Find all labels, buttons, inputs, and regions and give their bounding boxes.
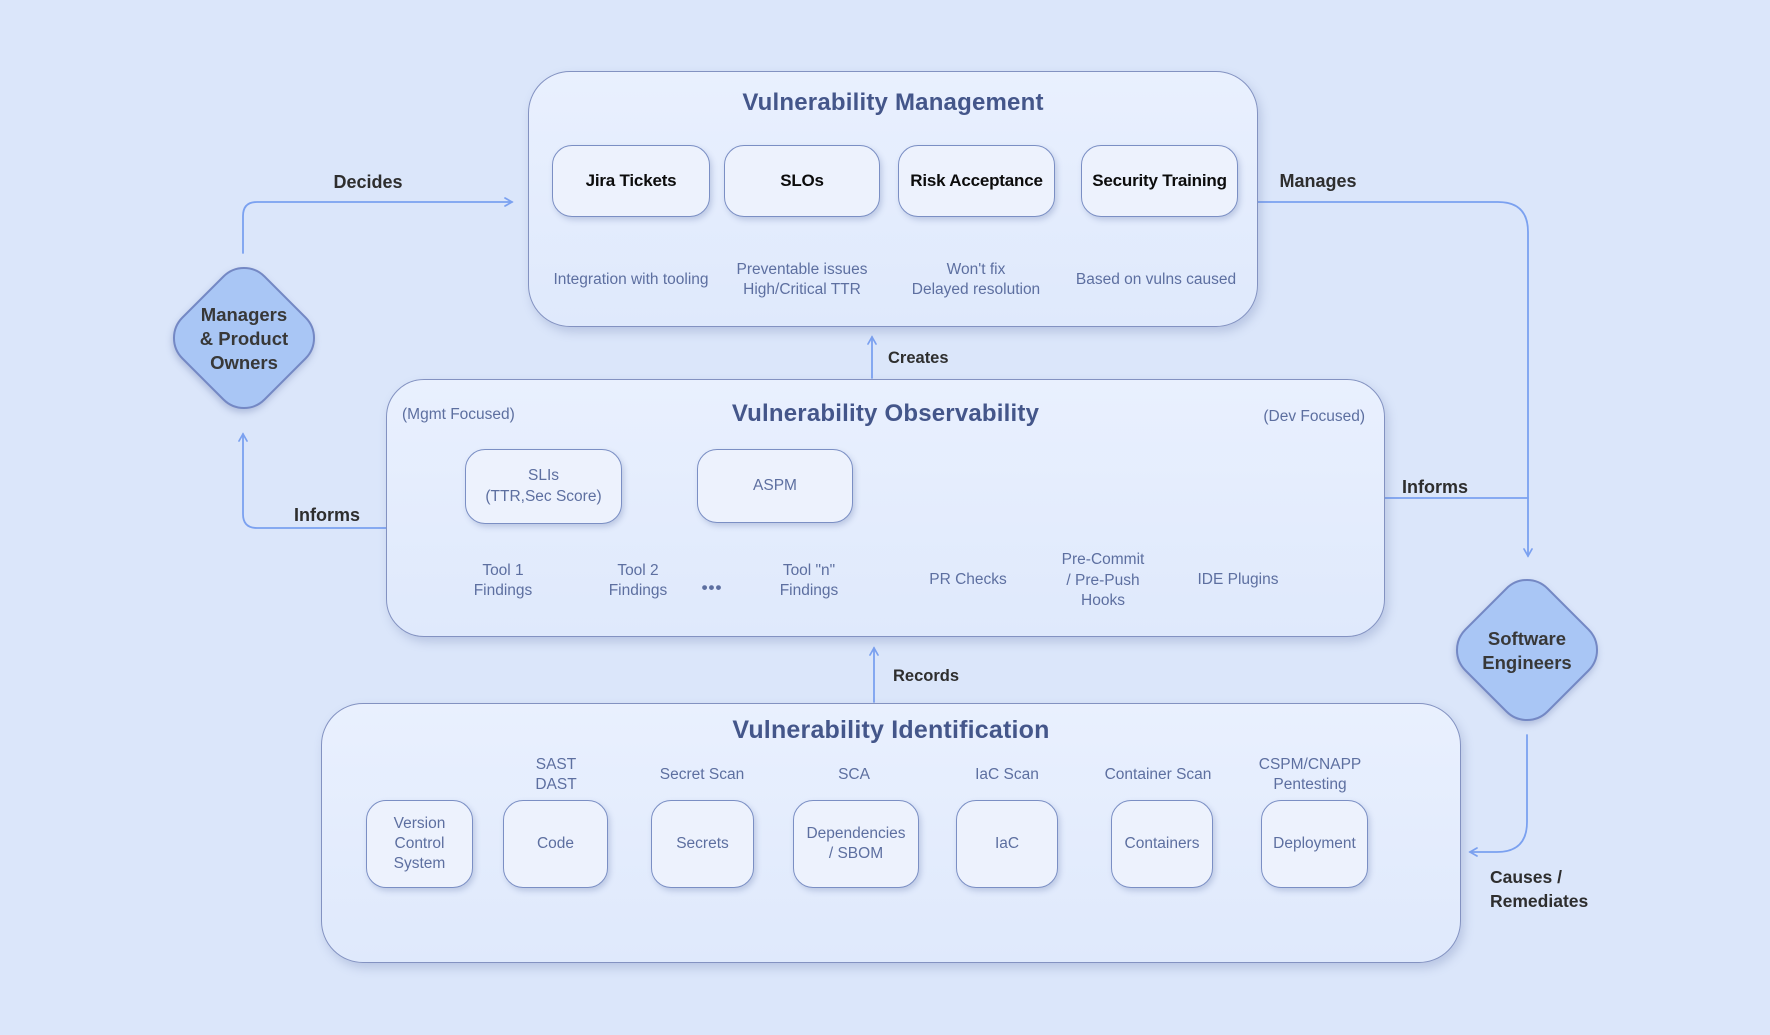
edge-label-informs-left: Informs (294, 505, 361, 525)
node-aspm: ASPM (697, 449, 853, 523)
tag-mgmt-focused: (Mgmt Focused) (402, 405, 515, 423)
edge-label-creates: Creates (888, 349, 949, 367)
label-pre-commit-hooks: Pre-Commit / Pre-Push Hooks (1061, 551, 1145, 610)
note-risk-acceptance: Won't fix Delayed resolution (911, 260, 1041, 298)
node-jira-tickets: Jira Tickets (552, 145, 710, 217)
label-secret-scan: Secret Scan (659, 765, 745, 783)
actor-label-managers-product-owners: Managers & Product Owners (199, 304, 289, 373)
node-secrets: Secrets (651, 800, 754, 888)
edge-label-informs-right: Informs (1402, 477, 1469, 497)
label-ide-plugins: IDE Plugins (1197, 570, 1279, 588)
node-risk-acceptance: Risk Acceptance (898, 145, 1055, 217)
node-slis: SLIs (TTR,Sec Score) (465, 449, 622, 524)
label-iac-scan: IaC Scan (975, 765, 1039, 783)
label-tool-n-findings: Tool "n" Findings (779, 561, 839, 599)
note-jira-tickets: Integration with tooling (553, 270, 709, 288)
note-slos: Preventable issues High/Critical TTR (736, 260, 868, 298)
edge-label-records: Records (893, 667, 960, 685)
edge-label-manages: Manages (1279, 171, 1357, 191)
ellipsis-tools: ••• (701, 577, 723, 597)
edge-label-decides: Decides (333, 172, 403, 192)
panel-title-vulnerability-observability: Vulnerability Observability (731, 400, 1040, 427)
edge-label-causes-remediates: Causes / Remediates (1490, 867, 1589, 911)
tag-dev-focused: (Dev Focused) (1263, 407, 1365, 425)
node-iac: IaC (956, 800, 1058, 888)
label-pr-checks: PR Checks (929, 570, 1007, 588)
label-cspm-cnapp-pentesting: CSPM/CNAPP Pentesting (1258, 755, 1362, 793)
actor-label-software-engineers: Software Engineers (1482, 628, 1572, 673)
label-tool-1-findings: Tool 1 Findings (473, 561, 533, 599)
label-sca: SCA (838, 765, 870, 783)
label-tool-2-findings: Tool 2 Findings (608, 561, 668, 599)
node-containers: Containers (1111, 800, 1213, 888)
node-code: Code (503, 800, 608, 888)
arrow-causes-remediates (1468, 734, 1528, 857)
label-container-scan: Container Scan (1104, 765, 1212, 783)
panel-title-vulnerability-management: Vulnerability Management (742, 89, 1044, 116)
panel-title-vulnerability-identification: Vulnerability Identification (732, 716, 1050, 744)
arrow-decides (242, 197, 514, 254)
node-version-control-system: Version Control System (366, 800, 473, 888)
node-security-training: Security Training (1081, 145, 1238, 217)
note-security-training: Based on vulns caused (1075, 270, 1237, 288)
node-dependencies-sbom: Dependencies / SBOM (793, 800, 919, 888)
node-slos: SLOs (724, 145, 880, 217)
node-deployment: Deployment (1261, 800, 1368, 888)
label-sast-dast: SAST DAST (535, 755, 577, 793)
